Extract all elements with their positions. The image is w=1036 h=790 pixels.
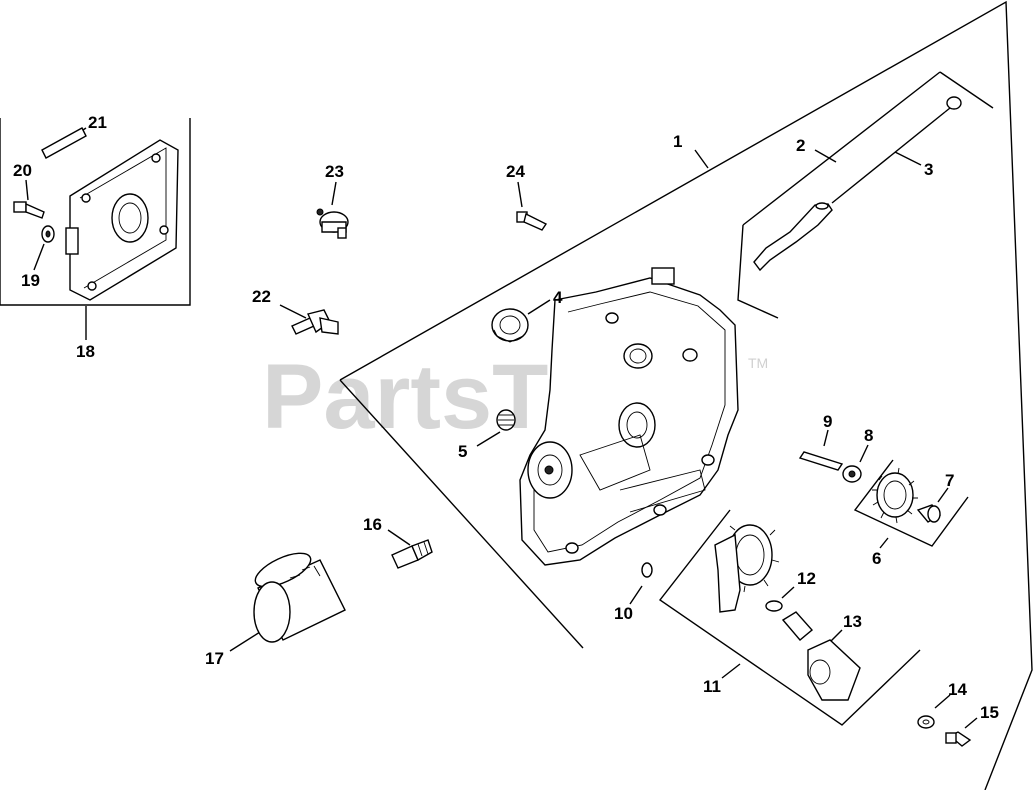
- callout-2: 2: [796, 136, 805, 155]
- elbow-fitting: [291, 309, 339, 335]
- dipstick-tube: [753, 202, 833, 272]
- oil-filter: [253, 552, 346, 643]
- group-frame-2-3: [737, 71, 994, 319]
- callout-21: 21: [88, 113, 107, 132]
- callout-6: 6: [872, 549, 881, 568]
- callout-10: 10: [614, 604, 633, 623]
- oil-pump: [714, 524, 780, 613]
- group-frame-11: [658, 509, 921, 726]
- callout-1: 1: [673, 132, 682, 151]
- o-ring-12: [765, 600, 783, 612]
- callout-13: 13: [843, 612, 862, 631]
- callout-16: 16: [363, 515, 382, 534]
- callout-5: 5: [458, 442, 467, 461]
- callout-15: 15: [980, 703, 999, 722]
- callout-7: 7: [945, 471, 954, 490]
- callout-24: 24: [506, 162, 525, 181]
- washer-19: [41, 225, 55, 243]
- o-ring-10: [641, 562, 653, 578]
- watermark-trademark: TM: [748, 355, 768, 371]
- callout-22: 22: [252, 287, 271, 306]
- gear-6: [872, 467, 918, 524]
- callout-17: 17: [205, 649, 224, 668]
- callout-8: 8: [864, 426, 873, 445]
- screw-20: [13, 201, 45, 219]
- bolt-15: [945, 731, 972, 747]
- group-frame-main: [339, 0, 1033, 790]
- oil-seal: [491, 308, 529, 343]
- callout-11: 11: [703, 677, 721, 696]
- callout-3: 3: [924, 160, 933, 179]
- dipstick: [831, 96, 962, 204]
- washer-14: [917, 715, 935, 729]
- callout-4: 4: [553, 288, 563, 307]
- callout-19: 19: [21, 271, 40, 290]
- callout-numbers: 1 2 3 4 5 6 7 8 9 10 11 12 13 14 15 16 1…: [13, 113, 999, 722]
- shaft-7: [916, 504, 942, 523]
- callout-12: 12: [797, 569, 816, 588]
- callout-9: 9: [823, 412, 832, 431]
- group-frame-18: [0, 118, 191, 306]
- plug-5: [496, 409, 516, 431]
- pin-9: [798, 451, 844, 471]
- oil-sensor: [316, 208, 349, 239]
- washer-8: [842, 465, 862, 483]
- fitting-16: [391, 539, 433, 569]
- pin-21: [41, 127, 87, 159]
- group-frame-6: [853, 459, 969, 547]
- callout-18: 18: [76, 342, 95, 361]
- oil-pickup: [781, 611, 861, 701]
- adapter-plate: [65, 139, 179, 301]
- gear-cover-housing: [519, 267, 739, 566]
- bolt-24: [516, 211, 548, 231]
- callout-14: 14: [948, 680, 967, 699]
- callout-23: 23: [325, 162, 344, 181]
- leader-lines: [25, 127, 978, 729]
- callout-20: 20: [13, 161, 32, 180]
